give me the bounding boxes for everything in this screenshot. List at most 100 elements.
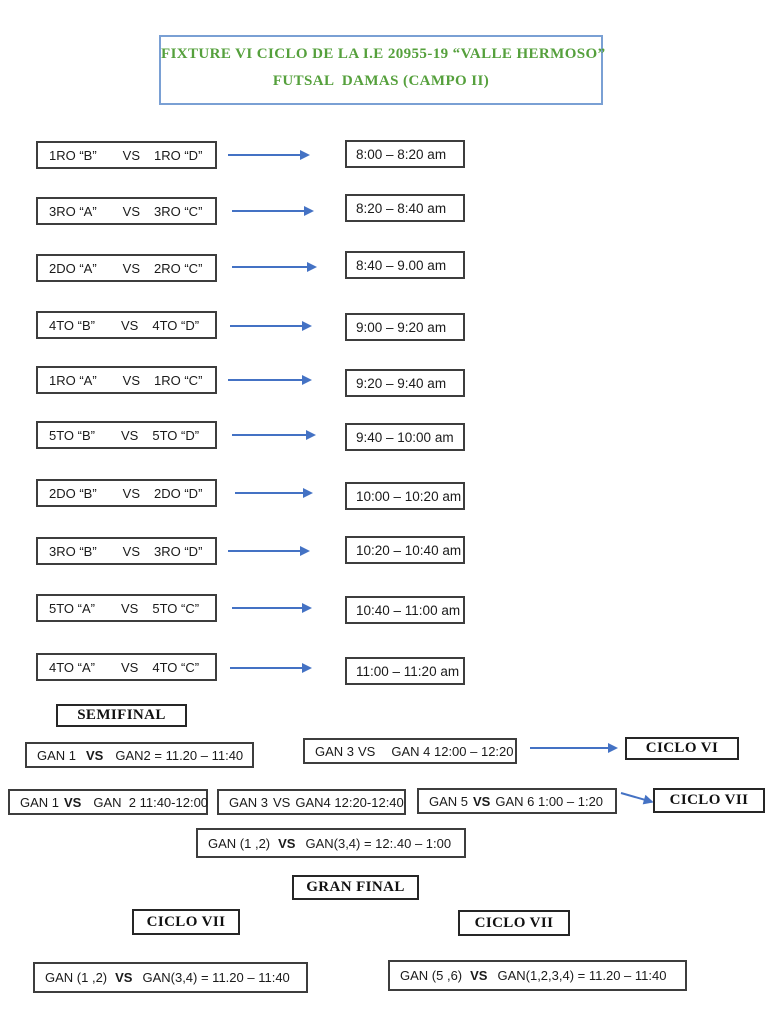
winner-pre: GAN 3: [315, 743, 355, 759]
match-home: 5TO “A”: [49, 600, 95, 616]
ciclo-vi-box: CICLO VI: [625, 737, 739, 760]
match-home: 1RO “A”: [49, 372, 97, 388]
match-home: 4TO “A”: [49, 659, 95, 675]
time-box: 9:40 – 10:00 am: [345, 423, 465, 451]
ciclo-vii-label: CICLO VII: [146, 913, 226, 930]
winner-post: GAN 6 1:00 – 1:20: [495, 793, 604, 809]
match-away: 5TO “D”: [152, 427, 200, 443]
vs-label: VS: [121, 600, 139, 616]
right-arrow-icon: [228, 150, 310, 160]
match-box: 3RO “A” VS 3RO “C”: [36, 197, 217, 225]
vs-label: VS: [470, 968, 488, 983]
time-box: 11:00 – 11:20 am: [345, 657, 465, 685]
match-time: 9:00 – 9:20 am: [356, 319, 447, 335]
time-box: 8:00 – 8:20 am: [345, 140, 465, 168]
match-away: 4TO “D”: [152, 317, 200, 333]
right-arrow-icon: [232, 206, 314, 216]
ciclo-vii-box-right: CICLO VII: [458, 910, 570, 936]
match-box: 4TO “A” VS 4TO “C”: [36, 653, 217, 681]
final-box-left: GAN (1 ,2) VS GAN(3,4) = 11.20 – 11:40: [33, 962, 308, 993]
match-away: 1RO “C”: [154, 372, 203, 388]
right-arrow-icon: [620, 792, 653, 803]
match-away: 2DO “D”: [154, 485, 203, 501]
match-home: 2DO “A”: [49, 260, 97, 276]
winner-post: GAN(3,4) = 12:.40 – 1:00: [305, 835, 452, 851]
match-home: 1RO “B”: [49, 147, 97, 163]
semifinal-label: SEMIFINAL: [77, 707, 166, 723]
right-arrow-icon: [230, 321, 312, 331]
vs-label: VS: [122, 372, 141, 388]
winner-pre: GAN (5 ,6): [400, 968, 463, 983]
match-box: 5TO “A” VS 5TO “C”: [36, 594, 217, 622]
vs-label: VS: [122, 203, 141, 219]
winner-post: GAN 4 12:00 – 12:20: [391, 743, 514, 759]
match-away: 3RO “D”: [154, 543, 203, 559]
match-home: 3RO “B”: [49, 543, 97, 559]
match-box: 1RO “A” VS 1RO “C”: [36, 366, 217, 394]
match-time: 9:20 – 9:40 am: [356, 375, 447, 391]
vs-label: VS: [122, 485, 141, 501]
winner-pre: GAN 1: [37, 747, 77, 763]
time-box: 8:20 – 8:40 am: [345, 194, 465, 222]
time-box: 9:00 – 9:20 am: [345, 313, 465, 341]
time-box: 8:40 – 9.00 am: [345, 251, 465, 279]
vs-label: VS: [122, 147, 141, 163]
vs-label: VS: [122, 543, 141, 559]
right-arrow-icon: [232, 262, 317, 272]
vs-label: VS: [122, 260, 141, 276]
right-arrow-icon: [530, 743, 618, 753]
right-arrow-icon: [232, 603, 312, 613]
winner-post: GAN2 = 11.20 – 11:40: [115, 747, 244, 763]
match-time: 10:20 – 10:40 am: [356, 542, 462, 558]
match-home: 5TO “B”: [49, 427, 95, 443]
vs-label: VS: [121, 317, 139, 333]
right-arrow-icon: [235, 488, 313, 498]
match-time: 8:20 – 8:40 am: [356, 200, 447, 216]
match-away: 4TO “C”: [152, 659, 200, 675]
match-time: 9:40 – 10:00 am: [356, 429, 454, 445]
winner-pre: GAN (1 ,2): [45, 970, 108, 985]
winner-post: GAN4 12:20-12:40: [295, 794, 404, 810]
gran-final-label: GRAN FINAL: [306, 879, 405, 895]
winner-post: GAN(3,4) = 11.20 – 11:40: [142, 970, 290, 985]
gran-final-heading: GRAN FINAL: [292, 875, 419, 900]
vs-label: VS: [278, 835, 296, 851]
ciclo-vii-box-left: CICLO VII: [132, 909, 240, 935]
match-away: 2RO “C”: [154, 260, 203, 276]
vs-label: VS: [121, 427, 139, 443]
ciclo-vi-label: CICLO VI: [645, 740, 719, 756]
right-arrow-icon: [228, 546, 310, 556]
match-away: 5TO “C”: [152, 600, 200, 616]
title-line2: FUTSAL DAMAS (CAMPO II): [272, 73, 490, 89]
semifinal-heading: SEMIFINAL: [56, 704, 187, 727]
vs-label: VS: [121, 659, 139, 675]
time-box: 9:20 – 9:40 am: [345, 369, 465, 397]
right-arrow-icon: [232, 430, 316, 440]
time-box: 10:20 – 10:40 am: [345, 536, 465, 564]
match-away: 3RO “C”: [154, 203, 203, 219]
title-box: FIXTURE VI CICLO DE LA I.E 20955-19 “VAL…: [159, 35, 605, 105]
ciclo-vii-box-top: CICLO VII: [653, 788, 765, 813]
winner-pre: GAN (1 ,2): [208, 835, 271, 851]
vs-label: VS: [473, 793, 491, 809]
vs-label: VS: [358, 743, 376, 759]
match-box: 3RO “B” VS 3RO “D”: [36, 537, 217, 565]
winner-pre: GAN 1: [20, 794, 60, 810]
match-home: 3RO “A”: [49, 203, 97, 219]
vs-label: VS: [273, 794, 291, 810]
match-home: 4TO “B”: [49, 317, 95, 333]
winner-pre: GAN 5: [429, 793, 469, 809]
match-box: 5TO “B” VS 5TO “D”: [36, 421, 217, 449]
vs-label: VS: [115, 970, 133, 985]
match-time: 10:40 – 11:00 am: [356, 602, 461, 618]
vs-label: VS: [86, 747, 104, 763]
match-time: 10:00 – 10:20 am: [356, 488, 462, 504]
semifinal-box-1: GAN 1 VS GAN2 = 11.20 – 11:40: [25, 742, 254, 768]
